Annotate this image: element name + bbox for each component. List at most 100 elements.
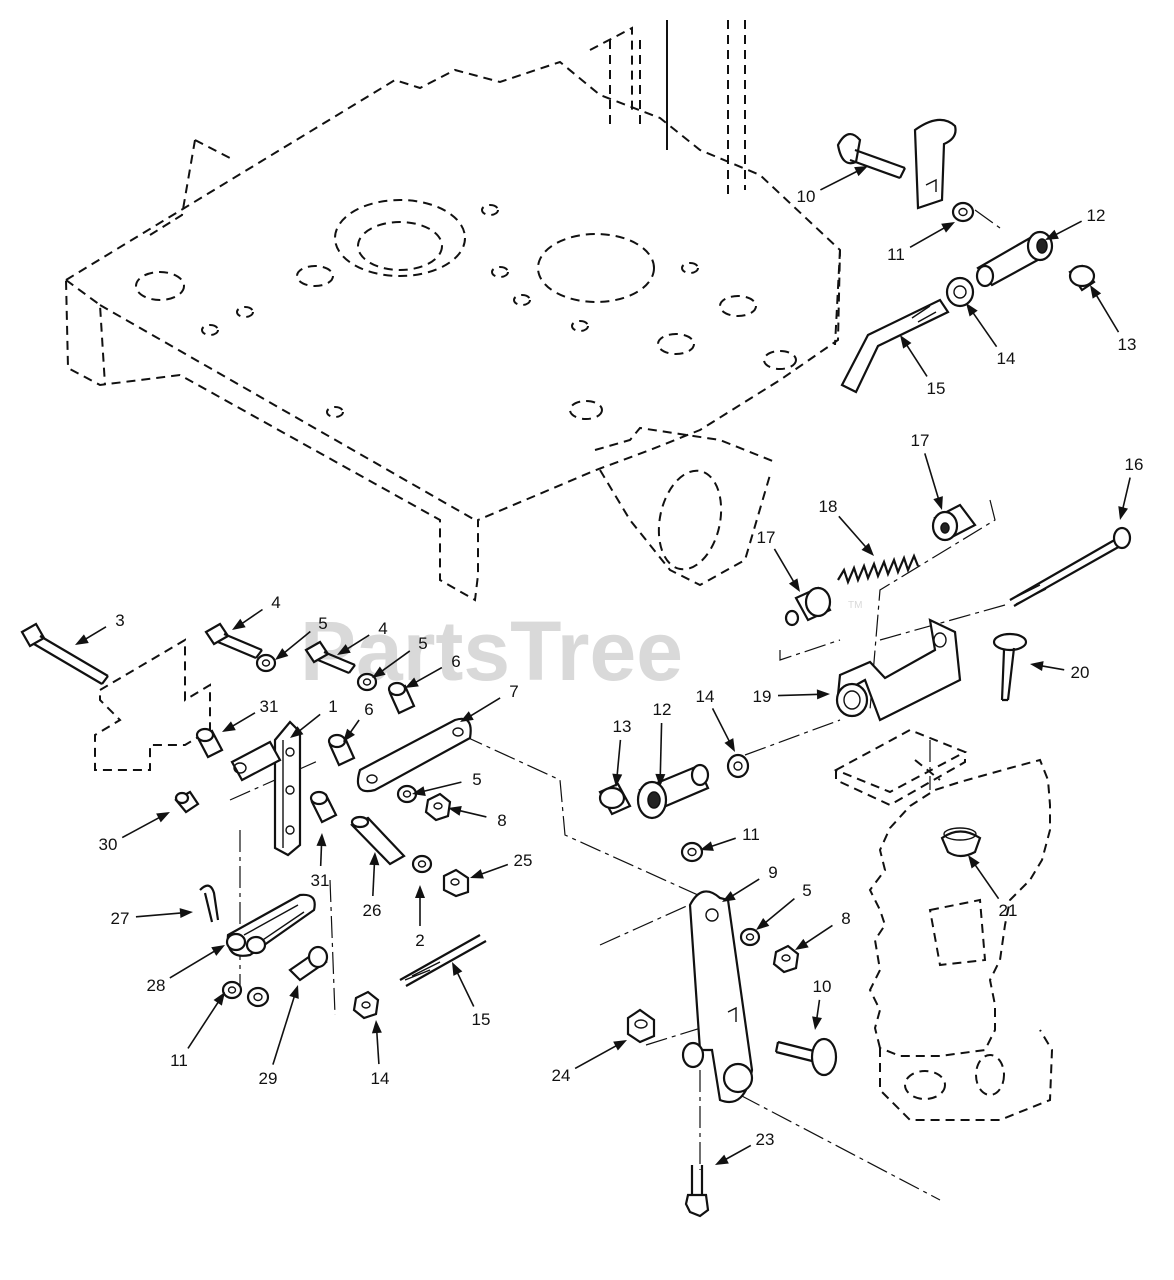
spacer-17-lower [784,586,832,627]
nuts-8 [424,792,800,974]
leader-arrowhead [369,852,380,866]
leader-arrowhead [854,166,868,177]
callout-c11c: 11 [170,992,225,1070]
leader-arrowhead [412,786,426,796]
washer-11-upper [951,201,975,223]
callout-c1: 1 [290,697,338,738]
callout-number: 11 [170,1051,188,1070]
leader-line [282,630,311,655]
callout-number: 9 [768,863,777,882]
leader-line [1039,664,1065,671]
leader-arrowhead [812,1016,822,1030]
leader-arrowhead [816,689,830,700]
leader-line [909,226,947,249]
washers-11-lower [221,980,270,1008]
leader-line [711,707,731,744]
leader-line [421,781,462,793]
callout-number: 7 [509,682,518,701]
watermark-trademark: TM [848,600,862,611]
callout-number: 24 [552,1066,571,1085]
leader-line [187,999,221,1049]
lever-1 [273,720,302,857]
leader-arrowhead [968,855,980,869]
callout-number: 8 [497,811,506,830]
callout-c29: 29 [259,985,299,1088]
callout-number: 21 [999,901,1018,920]
engine-block [868,758,1054,1121]
leader-arrowhead [715,1154,729,1165]
leader-arrowhead [966,303,978,317]
callout-c19: 19 [753,687,830,706]
callout-number: 14 [997,349,1016,368]
fitting-30 [174,790,200,814]
leader-arrowhead [460,711,474,722]
bolt-3 [20,622,109,685]
leader-arrowhead [343,728,355,742]
callout-c26: 26 [363,852,381,920]
leader-line [730,878,760,898]
lever-9 [681,890,754,1103]
bolt-4-left [204,622,263,660]
bolt-10-lower [774,1037,838,1077]
clevis-28 [225,893,316,957]
leader-arrowhead [156,812,170,823]
callout-number: 13 [1118,335,1137,354]
callout-c20: 20 [1030,661,1089,682]
callout-c14b: 14 [696,687,735,752]
leader-line [815,999,821,1021]
nut-24 [626,1008,656,1044]
leader-line [1053,220,1083,237]
bolt-23 [684,1165,710,1218]
callout-c13b: 13 [612,717,631,787]
callout-c31a: 31 [222,697,278,732]
callout-number: 17 [757,528,776,547]
callout-c18: 18 [819,497,874,556]
nut-14-lower [352,990,380,1020]
bolt-4-right [304,640,356,675]
callout-c5b: 5 [372,634,428,678]
spacer-26 [350,815,406,866]
callout-c15b: 15 [452,962,490,1029]
callout-number: 5 [802,881,811,900]
leader-arrowhead [861,543,874,556]
callout-number: 25 [514,851,533,870]
callout-c14a: 14 [966,303,1015,368]
leader-arrowhead [724,738,735,752]
callout-c5d: 5 [756,881,812,930]
leader-line [971,310,998,348]
rod-15-upper [840,298,950,394]
callout-number: 5 [318,614,327,633]
callout-number: 3 [115,611,124,630]
leader-arrowhead [448,805,462,816]
rod-end-12-lower [636,763,710,820]
callout-number: 14 [371,1069,390,1088]
callout-c11b: 11 [700,825,760,851]
leader-line [838,515,868,550]
leader-line [345,634,370,651]
callout-c10b: 10 [812,977,831,1030]
leader-line [1121,477,1131,511]
bracket-upper [913,118,957,210]
nut-14-upper [945,276,975,308]
callout-c15a: 15 [900,335,945,398]
callout-c8b: 8 [795,909,851,950]
callout-number: 4 [271,593,280,612]
bracket-19 [835,618,962,722]
leader-arrowhead [613,1040,627,1051]
callout-number: 20 [1071,663,1090,682]
washer-11-right [680,841,704,863]
leader-line [773,548,796,584]
bushing-13-upper [1068,264,1096,292]
cotter-pin-27 [199,884,220,923]
callout-number: 12 [653,700,672,719]
leader-line [413,666,443,685]
leader-arrowhead [756,918,770,930]
leader-line [83,626,107,641]
leader-arrowhead [788,578,800,592]
leader-line [479,863,509,876]
leader-line [230,712,256,728]
leader-line [375,1029,380,1065]
leader-arrowhead [179,908,193,919]
callout-number: 4 [378,619,387,638]
callout-number: 16 [1125,455,1144,474]
